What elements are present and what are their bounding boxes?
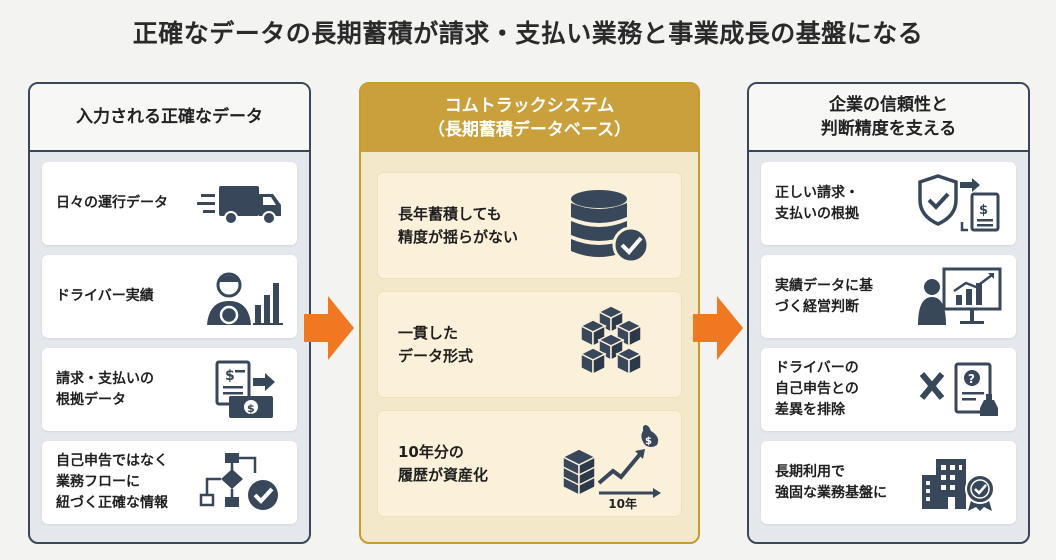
comtrack-system-panel: コムトラックシステム （長期蓄積データベース） 長年蓄積しても 精度が揺らがない… (359, 82, 700, 544)
driver-chart-icon (207, 272, 283, 325)
card-label-line1: 請求・支払いの (56, 370, 154, 387)
svg-text:$: $ (979, 203, 988, 218)
card-label-line2: データ形式 (398, 346, 474, 365)
card-label-line1: 自己申告ではなく (56, 453, 168, 469)
growth-database-icon: $ (561, 425, 661, 498)
card-label-line2: づく経営判断 (775, 298, 859, 315)
cross-document-icon: ? (919, 362, 998, 416)
card-label-line2: 強固な業務基盤に (775, 484, 887, 501)
card-label-line1: 実績データに基 (775, 277, 873, 294)
card-management-decision: 実績データに基 づく経営判断 (761, 255, 1016, 338)
shield-document-icon: $ (918, 174, 1000, 232)
card-label-line2: 履歴が資産化 (398, 465, 489, 484)
svg-text:$: $ (645, 436, 652, 447)
card-label-line3: 紐づく正確な情報 (56, 495, 168, 511)
workflow-check-icon (199, 453, 278, 510)
card-workflow-info: 自己申告ではなく 業務フローに 紐づく正確な情報 (42, 441, 297, 524)
card-strong-foundation: 長期利用で 強固な業務基盤に (761, 441, 1016, 524)
card-label-line3: 差異を排除 (775, 402, 845, 418)
input-data-heading: 入力される正確なデータ (30, 84, 309, 152)
heading-line2: 判断精度を支える (820, 119, 957, 139)
card-accuracy: 長年蓄積しても 精度が揺らがない (377, 172, 682, 279)
svg-text:$: $ (225, 368, 235, 384)
card-label-line2: 根拠データ (56, 391, 126, 408)
card-label-line2: 自己申告との (775, 381, 859, 397)
card-eliminate-discrepancy: ドライバーの 自己申告との 差異を排除 ? (761, 348, 1016, 431)
card-label-line1: 正しい請求・ (775, 184, 859, 201)
card-correct-basis: 正しい請求・ 支払いの根拠 $ (761, 162, 1016, 245)
card-label-line1: 長年蓄積しても (398, 204, 502, 223)
card-daily-operation: 日々の運行データ (42, 162, 297, 245)
card-label-line2: 精度が揺らがない (398, 227, 519, 246)
card-driver-results: ドライバー実績 (42, 255, 297, 338)
flow-arrow-icon (693, 296, 743, 360)
comtrack-system-heading: コムトラックシステム （長期蓄積データベース） (361, 84, 698, 152)
heading-line1: コムトラックシステム (444, 96, 615, 116)
card-label-line2: 業務フローに (56, 474, 140, 490)
card-label-line1: ドライバーの (775, 360, 859, 376)
svg-text:$: $ (247, 402, 255, 415)
page-title: 正確なデータの長期蓄積が請求・支払い業務と事業成長の基盤になる (132, 19, 924, 48)
card-consistent-format: 一貫した データ形式 (377, 291, 682, 398)
card-history-asset: 10年分の 履歴が資産化 $ 10年 (377, 410, 682, 517)
presenter-chart-icon (918, 267, 1002, 325)
card-label-line1: 一貫した (398, 323, 459, 342)
building-badge-icon (922, 459, 995, 511)
input-data-panel: 入力される正確なデータ 日々の運行データ ドライバー実績 (28, 82, 311, 544)
card-label-line1: 10年分の (398, 442, 464, 461)
card-label-line1: 長期利用で (775, 463, 845, 480)
card-billing-basis: 請求・支払いの 根拠データ $ $ (42, 348, 297, 431)
svg-text:?: ? (968, 372, 975, 386)
cubes-icon (579, 305, 643, 376)
card-label: 日々の運行データ (56, 195, 168, 211)
trust-judgment-heading: 企業の信頼性と 判断精度を支える (749, 84, 1028, 152)
invoice-money-icon: $ $ (215, 360, 275, 418)
database-check-icon (571, 190, 650, 264)
card-label: ドライバー実績 (56, 288, 154, 304)
delivery-truck-icon (197, 186, 281, 225)
flow-arrow-icon (304, 296, 354, 360)
heading-line1: 企業の信頼性と (829, 95, 948, 115)
ten-year-axis-label: 10年 (608, 497, 637, 511)
heading-line2: （長期蓄積データベース） (427, 120, 632, 140)
card-label-line2: 支払いの根拠 (775, 205, 859, 222)
trust-judgment-panel: 企業の信頼性と 判断精度を支える 正しい請求・ 支払いの根拠 $ 実績データ (747, 82, 1030, 544)
